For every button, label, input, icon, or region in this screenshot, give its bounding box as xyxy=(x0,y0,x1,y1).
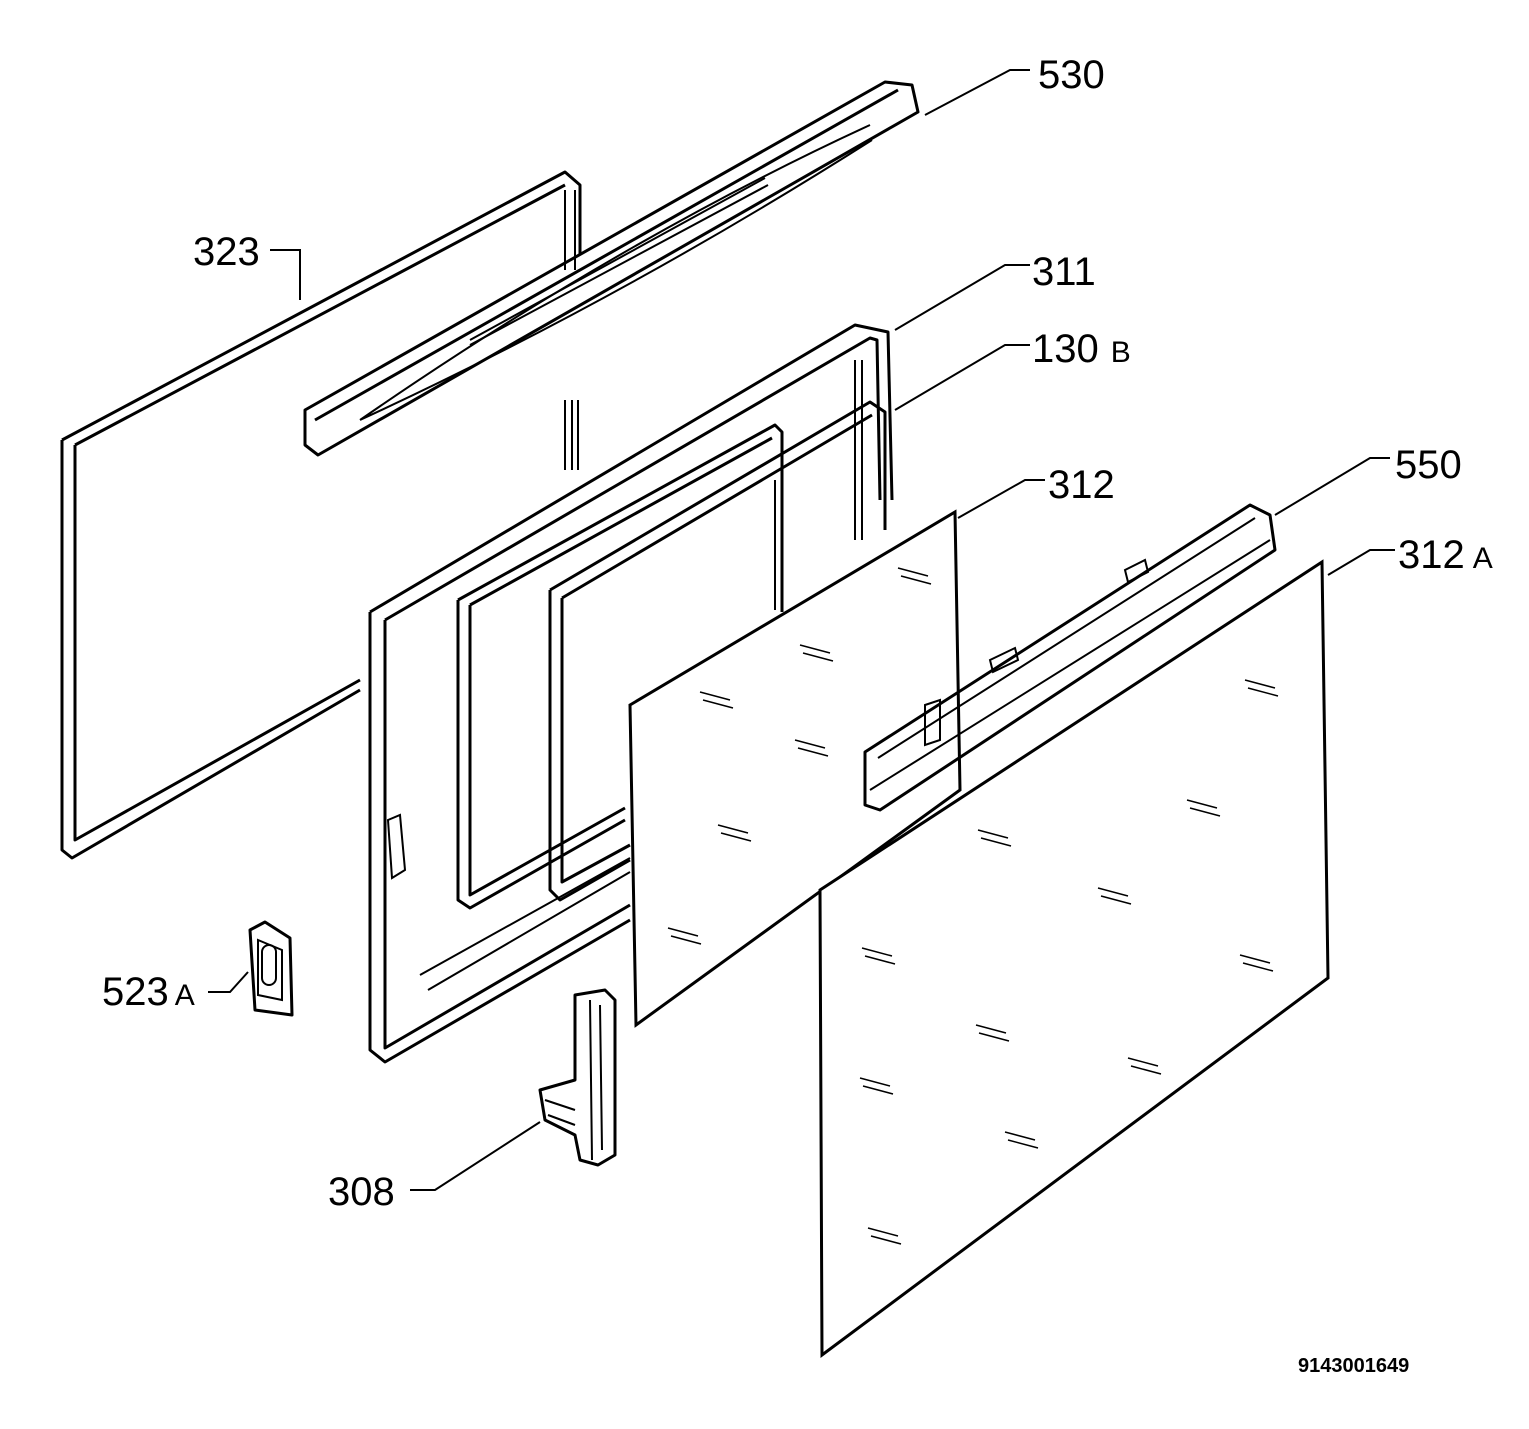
label-308: 308 xyxy=(328,1170,395,1214)
label-311: 311 xyxy=(1032,250,1096,294)
part-323-gasket xyxy=(60,170,582,860)
part-312a-outer-glass xyxy=(818,559,1330,1358)
leader-lines xyxy=(208,69,1395,1191)
label-312a: 312 A xyxy=(1398,533,1493,577)
label-550: 550 xyxy=(1395,443,1462,487)
label-312: 312 xyxy=(1048,463,1115,507)
part-311-inner-frame xyxy=(368,323,894,1064)
label-523a: 523 A xyxy=(102,970,195,1014)
part-130b-seal xyxy=(456,400,887,910)
drawing-code: 9143001649 xyxy=(1298,1355,1409,1377)
spacer-lines xyxy=(564,190,579,470)
label-323: 323 xyxy=(193,230,260,274)
part-308-hinge xyxy=(538,988,617,1167)
label-530: 530 xyxy=(1038,53,1105,97)
part-530-top-profile xyxy=(303,80,920,457)
label-130b: 130 B xyxy=(1032,327,1131,371)
part-312-inner-glass xyxy=(628,509,962,1028)
part-550-retaining-profile xyxy=(863,503,1277,812)
part-523a-clip xyxy=(248,920,294,1017)
